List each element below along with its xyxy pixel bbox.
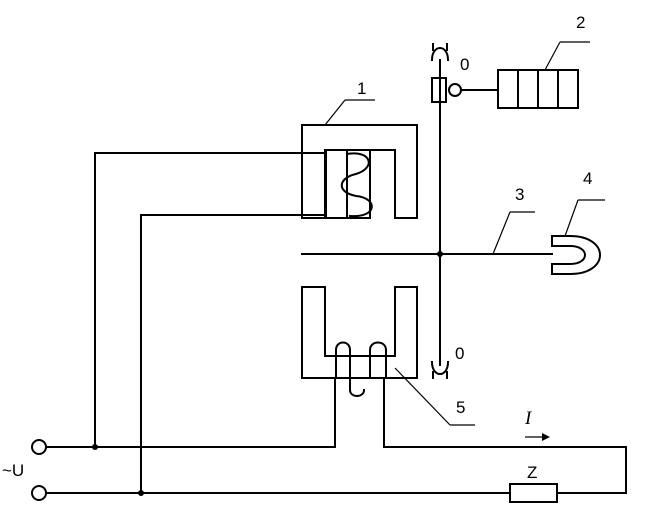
- label-counter: 2: [576, 13, 585, 32]
- label-load: Z: [527, 463, 537, 482]
- label-magnet: 4: [583, 169, 592, 188]
- label-coil-upper: 1: [357, 79, 366, 98]
- current-arrow-icon: [525, 433, 550, 441]
- load-resistor: [509, 483, 558, 503]
- current-coil-core: [301, 286, 418, 397]
- worm-gear: [431, 77, 499, 103]
- voltage-coil-core: [301, 124, 418, 219]
- terminal-circle-icon: [31, 485, 47, 501]
- upper-bearing-icon: [430, 43, 450, 76]
- label-coil-lower: 5: [456, 398, 465, 417]
- leader-lines: [324, 41, 605, 426]
- label-disc: 3: [515, 185, 524, 204]
- label-jewel-top: 0: [460, 55, 469, 74]
- terminal-circle-icon: [31, 439, 47, 455]
- disc-spindle-junction: [437, 251, 443, 257]
- counter-register: [497, 69, 579, 109]
- wiring: [46, 152, 627, 496]
- brake-magnet: [551, 235, 601, 275]
- label-jewel-bottom: 0: [455, 344, 464, 363]
- lower-bearing-icon: [430, 360, 450, 379]
- label-supply: ~U: [2, 461, 24, 480]
- label-current: I: [524, 408, 533, 429]
